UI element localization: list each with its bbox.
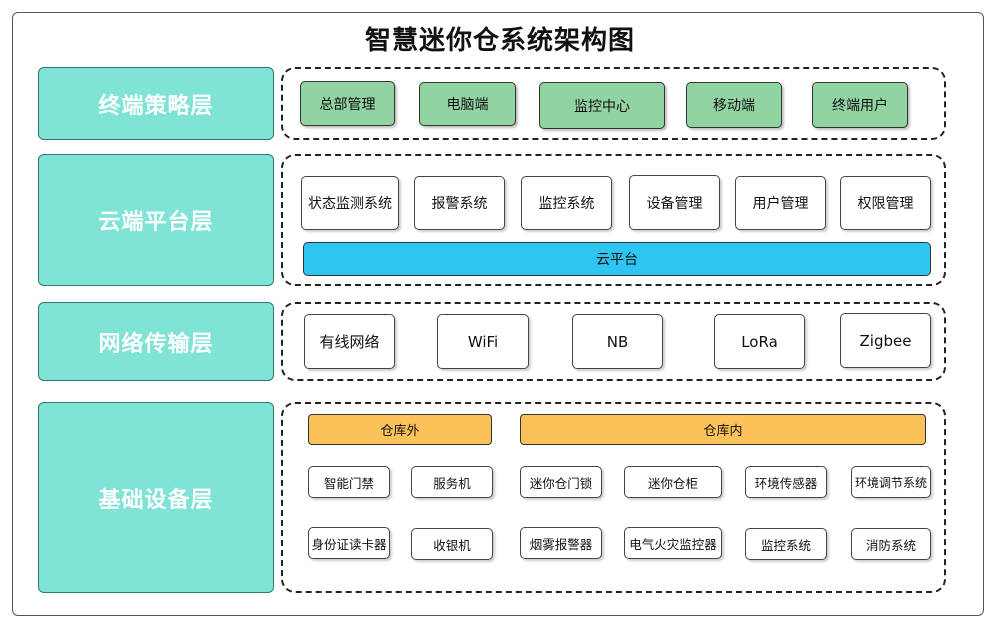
- device-item-fire-protection: 消防系统: [851, 528, 931, 560]
- cloud-platform-bar: 云平台: [303, 242, 931, 276]
- device-item-id-reader: 身份证读卡器: [308, 527, 390, 559]
- device-item-monitoring-system: 监控系统: [745, 528, 827, 560]
- cloud-item-user-management: 用户管理: [735, 176, 826, 230]
- diagram-frame: [12, 12, 984, 616]
- layer-label-device: 基础设备层: [38, 402, 274, 593]
- cloud-item-monitoring-system: 监控系统: [521, 176, 612, 230]
- network-item-nb: NB: [572, 314, 663, 369]
- network-item-lora: LoRa: [714, 314, 805, 369]
- cloud-item-permission-management: 权限管理: [840, 176, 931, 230]
- terminal-item-hq-management: 总部管理: [300, 81, 395, 126]
- layer-label-network: 网络传输层: [38, 302, 274, 381]
- warehouse-inside-header: 仓库内: [520, 414, 926, 445]
- device-item-fire-monitor: 电气火灾监控器: [624, 527, 722, 559]
- device-item-service-machine: 服务机: [411, 466, 493, 498]
- device-layer-container: [281, 402, 946, 593]
- terminal-layer-container: [281, 67, 946, 140]
- network-layer-container: [281, 302, 946, 381]
- device-item-mini-cabinet: 迷你仓柜: [624, 466, 722, 498]
- device-item-smart-access: 智能门禁: [308, 466, 390, 498]
- network-item-wifi: WiFi: [437, 314, 529, 369]
- network-item-wired: 有线网络: [304, 314, 395, 369]
- cloud-item-device-management: 设备管理: [629, 175, 720, 230]
- device-item-cash-register: 收银机: [411, 528, 493, 560]
- terminal-item-mobile: 移动端: [686, 82, 782, 128]
- terminal-item-pc: 电脑端: [419, 82, 516, 126]
- terminal-item-end-user: 终端用户: [812, 82, 908, 128]
- warehouse-outside-header: 仓库外: [308, 414, 492, 445]
- terminal-item-monitoring-center: 监控中心: [539, 82, 665, 129]
- device-item-smoke-alarm: 烟雾报警器: [520, 527, 602, 559]
- cloud-layer-container: [281, 154, 946, 286]
- diagram-title: 智慧迷你仓系统架构图: [364, 26, 635, 56]
- device-item-env-control: 环境调节系统: [851, 466, 931, 498]
- network-item-zigbee: Zigbee: [840, 313, 931, 368]
- layer-label-terminal: 终端策略层: [38, 67, 274, 140]
- device-item-mini-lock: 迷你仓门锁: [520, 466, 602, 498]
- layer-label-cloud: 云端平台层: [38, 154, 274, 286]
- cloud-item-alarm-system: 报警系统: [414, 176, 505, 230]
- cloud-item-status-monitoring: 状态监测系统: [301, 176, 399, 230]
- device-item-env-sensor: 环境传感器: [745, 466, 827, 498]
